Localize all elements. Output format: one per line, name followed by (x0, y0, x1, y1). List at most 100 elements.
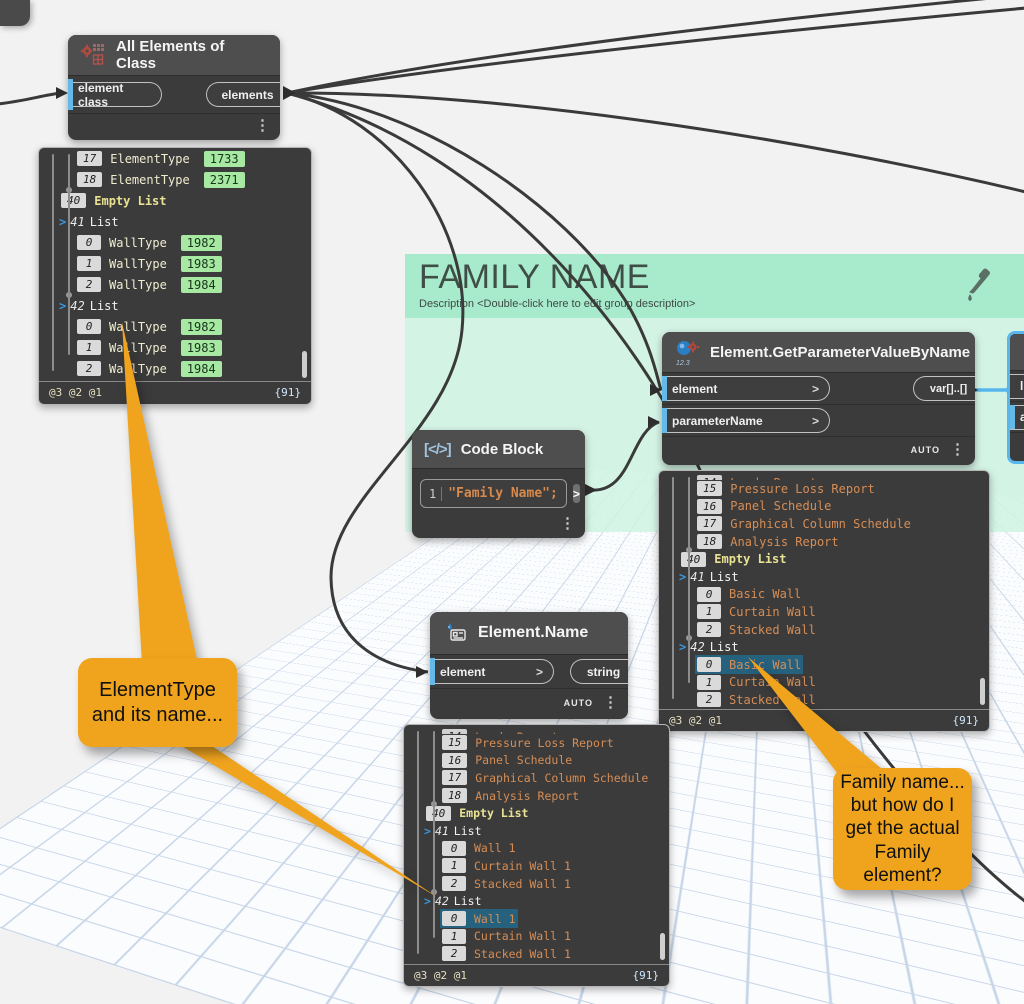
index-badge: 1 (442, 858, 466, 874)
port-element[interactable]: element> (430, 659, 554, 684)
bubble-footer: @3 @2 @1 {91} (659, 709, 989, 731)
code-output-port[interactable]: > (572, 484, 580, 503)
index-badge: 0 (442, 911, 466, 927)
group-description[interactable]: Description <Double-click here to edit g… (419, 298, 696, 310)
chevron-icon: > (811, 413, 819, 428)
input-connector[interactable] (1010, 405, 1015, 429)
expander-icon[interactable]: > (679, 569, 687, 584)
index-badge: 1 (442, 928, 466, 944)
node-get-parameter-value-by-name[interactable]: 12.3 Element.GetParameterValueByName ele… (662, 332, 975, 465)
index-badge: 2 (442, 876, 466, 892)
bubble-scrollbar[interactable] (302, 351, 307, 378)
callout-family-name[interactable]: Family name... but how do I get the actu… (833, 768, 972, 890)
lacing-label[interactable]: AUTO (910, 445, 940, 455)
value-badge: 1984 (180, 276, 222, 293)
code-text[interactable]: "Family Name"; (448, 486, 558, 501)
bubble-rows: 14Loads Report15Pressure Loss Report16Pa… (659, 471, 989, 709)
expander-icon[interactable]: > (424, 894, 431, 909)
index-badge: 16 (697, 498, 723, 514)
node-menu-icon[interactable]: ⋮ (255, 117, 270, 134)
port-row: element> var[]..[] (662, 373, 975, 405)
port-element[interactable]: element> (662, 376, 830, 401)
node-menu-icon[interactable]: ⋮ (560, 515, 575, 532)
port-row: element> string (430, 655, 628, 689)
index-badge: 40 (426, 805, 452, 821)
node-all-elements-of-class[interactable]: All Elements of Class element class elem… (68, 35, 280, 140)
index-badge: 17 (77, 151, 103, 166)
value-badge: 1983 (180, 339, 222, 356)
index-badge: 0 (77, 235, 101, 250)
node-header[interactable]: All Elements of Class (68, 35, 280, 76)
lacing-levels[interactable]: @3 @2 @1 (669, 714, 722, 727)
value-badge: 1984 (180, 360, 222, 377)
index-badge: 18 (77, 172, 103, 187)
port-row: parameterName> (662, 405, 975, 437)
node-code-block[interactable]: [</>] Code Block 1 "Family Name"; > ⋮ (412, 430, 585, 538)
node-footer: ⋮ (412, 512, 585, 538)
group-header[interactable]: FAMILY NAME Description <Double-click he… (405, 254, 1024, 318)
offscreen-node-fragment (0, 0, 30, 26)
index-badge: 14 (442, 729, 468, 734)
input-connector[interactable] (430, 658, 435, 685)
index-badge: 16 (442, 752, 468, 768)
watch-bubble-element-names[interactable]: 14Loads Report15Pressure Loss Report16Pa… (403, 724, 670, 987)
expander-icon[interactable]: > (679, 640, 687, 655)
port-parameter-name[interactable]: parameterName> (662, 408, 830, 433)
node-header[interactable]: Element.Name (430, 612, 628, 655)
all-elements-icon (80, 44, 104, 65)
node-header[interactable]: [</>] Code Block (412, 430, 585, 469)
expander-icon[interactable]: > (59, 298, 67, 313)
get-parameter-icon: 12.3 (674, 339, 700, 367)
callout-elementtype[interactable]: ElementType and its name... (78, 658, 237, 747)
expander-icon[interactable]: > (59, 214, 67, 229)
node-header[interactable] (1010, 334, 1024, 371)
port-elements[interactable]: elements (206, 82, 280, 107)
lacing-levels[interactable]: @3 @2 @1 (414, 969, 467, 982)
expander-icon[interactable]: > (424, 823, 431, 838)
lacing-label[interactable]: AUTO (563, 698, 593, 708)
lacing-levels[interactable]: @3 @2 @1 (49, 386, 102, 399)
value-badge: 1982 (180, 318, 222, 335)
node-menu-icon[interactable]: ⋮ (950, 441, 965, 458)
eyedropper-icon[interactable] (963, 268, 993, 304)
index-badge: 2 (697, 622, 721, 638)
watch-bubble-family-names[interactable]: 14Loads Report15Pressure Loss Report16Pa… (658, 470, 990, 732)
port-var-out[interactable]: var[]..[] (913, 376, 975, 401)
port-string[interactable]: string (570, 659, 628, 684)
node-header[interactable]: 12.3 Element.GetParameterValueByName (662, 332, 975, 373)
index-badge: 17 (697, 516, 723, 532)
node-menu-icon[interactable]: ⋮ (603, 694, 618, 711)
node-selected-partial[interactable]: li a (1007, 331, 1024, 464)
node-element-name[interactable]: Element.Name element> string AUTO ⋮ (430, 612, 628, 719)
bubble-scrollbar[interactable] (980, 678, 985, 705)
node-title: Element.GetParameterValueByName (710, 343, 971, 361)
port-list[interactable]: li (1010, 373, 1024, 399)
input-connector[interactable] (68, 79, 73, 110)
port-element-class[interactable]: element class (68, 81, 162, 109)
port-row: a (1010, 402, 1024, 433)
input-connector[interactable] (662, 376, 667, 401)
item-count: {91} (274, 386, 302, 399)
chevron-icon: > (535, 664, 543, 679)
code-block-icon: [</>] (424, 440, 452, 458)
item-count: {91} (952, 714, 980, 727)
bubble-scrollbar[interactable] (660, 933, 665, 960)
index-badge: 15 (442, 735, 468, 751)
input-connector[interactable] (662, 408, 667, 433)
index-badge: 2 (697, 692, 721, 708)
code-editor[interactable]: 1 "Family Name"; (420, 479, 567, 508)
